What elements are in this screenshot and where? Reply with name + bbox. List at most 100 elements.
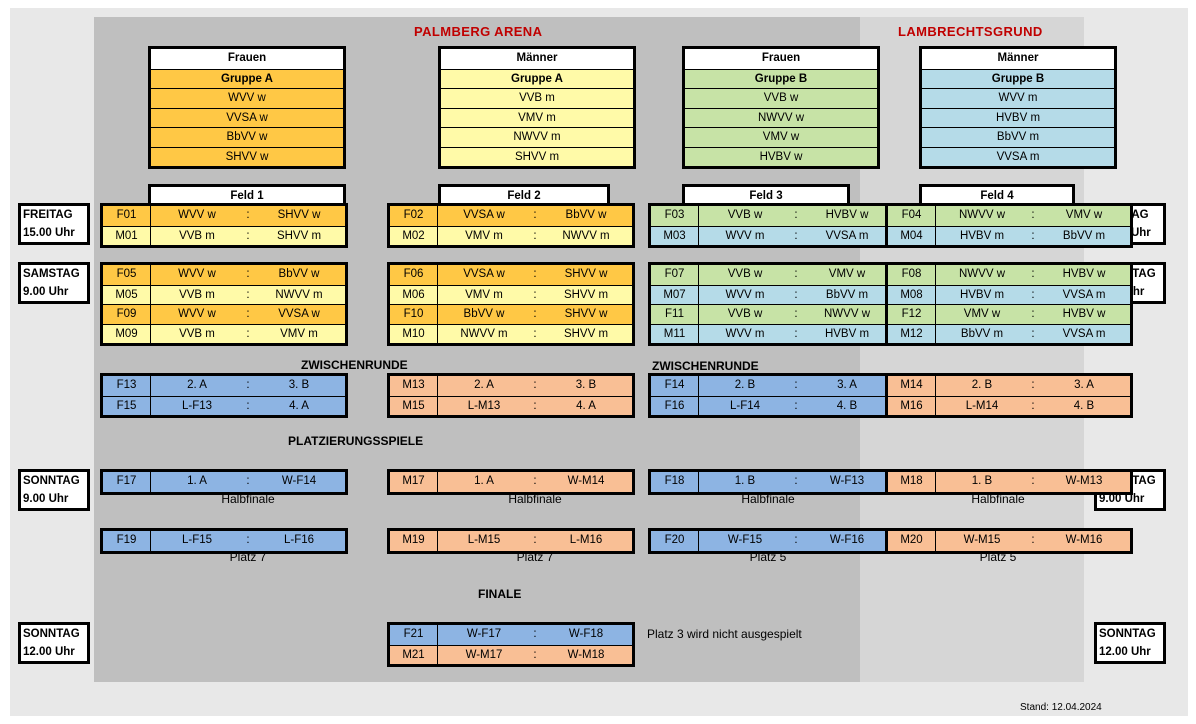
separator: : (1031, 475, 1035, 487)
group-team: VVSA m (922, 146, 1114, 166)
separator: : (246, 308, 250, 320)
team-away: HVBV w (1062, 308, 1106, 320)
team-away: HVBV w (825, 209, 869, 221)
group-team: VVB w (685, 88, 877, 108)
separator: : (794, 288, 798, 301)
section-title-zwischenrunde-1: ZWISCHENRUNDE (301, 358, 408, 372)
team-home: WVV w (178, 209, 216, 221)
separator: : (533, 628, 537, 640)
placement-label: Platz 7 (516, 550, 554, 564)
team-home: L-F15 (181, 534, 213, 546)
match-id: M19 (390, 531, 438, 551)
day-name: SONNTAG (1099, 628, 1156, 640)
team-home: 1. B (734, 475, 756, 487)
match-id: M16 (888, 396, 936, 415)
day-time: 9.00 Uhr (1099, 493, 1145, 505)
match-id: F09 (103, 305, 151, 324)
separator: : (1031, 288, 1035, 301)
team-away: W-M14 (567, 475, 605, 487)
team-home: W-F17 (466, 628, 502, 640)
placement-label: Platz 5 (749, 550, 787, 564)
group-team: SHVV m (441, 146, 633, 166)
match-id: M01 (103, 226, 151, 245)
team-away: W-M16 (1065, 534, 1103, 546)
separator: : (246, 379, 250, 391)
group-team: BbVV m (922, 127, 1114, 147)
separator: : (246, 209, 250, 221)
group-team: SHVV w (151, 146, 343, 166)
team-away: HVBV m (824, 327, 870, 340)
match-row: F21 W-F17: W-F18 (390, 625, 632, 645)
separator: : (533, 379, 537, 391)
match-id: M15 (390, 396, 438, 415)
match-id: F20 (651, 531, 699, 551)
separator: : (794, 534, 798, 546)
separator: : (794, 379, 798, 391)
match-id: F11 (651, 305, 699, 324)
match-id: F15 (103, 396, 151, 415)
separator: : (1031, 209, 1035, 221)
halbfinale-label: Halbfinale (971, 492, 1025, 506)
match-id: M05 (103, 285, 151, 304)
match-id: M06 (390, 285, 438, 304)
group-name: Gruppe A (151, 68, 343, 88)
separator: : (794, 308, 798, 320)
team-away: SHVV w (564, 268, 608, 280)
match-id: M21 (390, 645, 438, 664)
match-id: F07 (651, 265, 699, 285)
match-id: F08 (888, 265, 936, 285)
team-home: W-F15 (727, 534, 763, 546)
separator: : (794, 399, 798, 412)
team-away: HVBV w (1062, 268, 1106, 280)
team-away: W-F18 (568, 628, 604, 640)
team-home: WVV m (725, 229, 765, 242)
team-away: BbVV w (278, 268, 320, 280)
match-id: F13 (103, 376, 151, 396)
team-home: BbVV w (463, 308, 505, 320)
day-time: 9.00 Uhr (23, 286, 69, 298)
team-away: SHVV m (563, 327, 609, 340)
team-home: 1. B (971, 475, 993, 487)
match-id: M09 (103, 324, 151, 343)
day-name: FREITAG (23, 209, 73, 221)
group-team: VVB m (441, 88, 633, 108)
match-id: F21 (390, 625, 438, 645)
match-id: M02 (390, 226, 438, 245)
team-away: VMV w (1065, 209, 1103, 221)
team-away: SHVV w (564, 308, 608, 320)
separator: : (533, 475, 537, 487)
team-away: SHVV m (563, 288, 609, 301)
team-home: VMV w (963, 308, 1001, 320)
team-away: NWVV m (275, 288, 323, 301)
stand-date: Stand: 12.04.2024 (1020, 702, 1102, 713)
team-away: 3. A (837, 379, 857, 391)
match-id: M14 (888, 376, 936, 396)
team-away: BbVV m (1062, 229, 1106, 242)
team-home: VMV m (465, 288, 503, 301)
team-home: W-M15 (963, 534, 1001, 546)
